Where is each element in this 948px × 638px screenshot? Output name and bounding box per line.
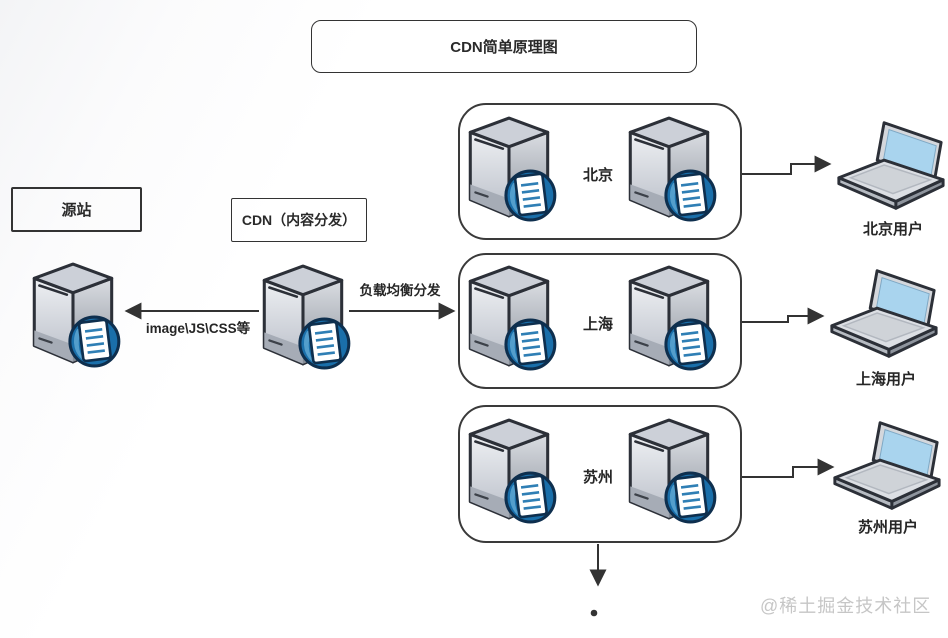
diagram-title-box: CDN简单原理图 [311,20,697,73]
origin-site-label: 源站 [61,202,92,219]
watermark: @稀土掘金技术社区 [760,596,932,616]
server-icon [26,258,122,368]
laptop-icon [831,120,948,212]
region-label-shanghai: 上海 [582,316,613,333]
region-label-beijing: 北京 [582,167,613,184]
user-label-beijing: 北京用户 [862,221,923,238]
ellipsis-dot [590,609,598,617]
cdn-node-box: CDN（内容分发） [231,198,367,242]
user-label-shanghai: 上海用户 [855,371,916,388]
origin-site-box: 源站 [11,187,142,232]
cdn-node-label: CDN（内容分发） [241,212,357,228]
arrow-shanghai-to-user [742,307,825,325]
edge-label-load-balance: 负载均衡分发 [359,283,441,298]
arrow-suzhou-down-to-user [742,458,835,478]
laptop-icon [827,420,945,512]
laptop-icon [824,268,942,360]
server-icon [256,260,352,370]
server-icon [462,414,558,524]
diagram-title: CDN简单原理图 [450,39,558,56]
server-icon [462,112,558,222]
edge-label-cache-assets: image\JS\CSS等 [145,321,251,336]
region-label-suzhou: 苏州 [582,469,613,486]
server-icon [462,261,558,371]
arrow-beijing-to-user [742,155,832,175]
user-label-suzhou: 苏州用户 [857,519,918,536]
